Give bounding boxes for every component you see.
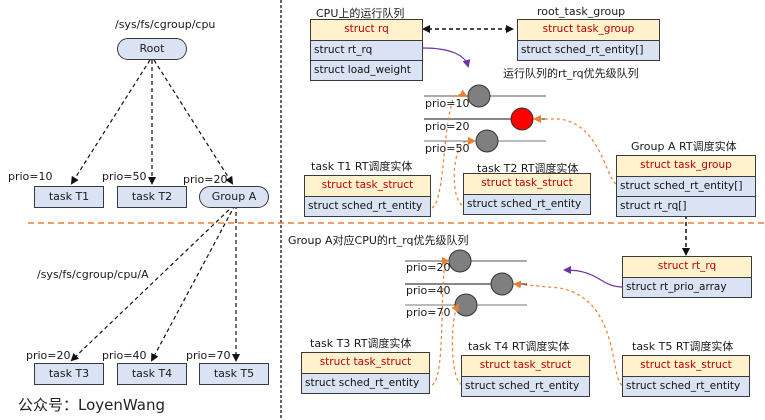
top-queue-prio-label: prio=50	[425, 142, 470, 155]
prio-label: prio=10	[8, 170, 53, 183]
tree-node-task-t1[interactable]: task T1	[34, 186, 104, 208]
tree-node-root[interactable]: Root	[117, 38, 187, 60]
bottom-queue-prio-label: prio=20	[406, 261, 451, 274]
prio-label: prio=40	[102, 349, 147, 362]
struct-header: struct task_group	[518, 20, 659, 40]
tree-node-task-t2[interactable]: task T2	[117, 186, 187, 208]
task-t4-entity-box[interactable]: struct task_struct struct sched_rt_entit…	[461, 355, 590, 397]
queue-node-prio-40	[490, 272, 514, 296]
rt-rq-to-queue-link	[422, 47, 471, 68]
struct-field: struct sched_rt_entity	[305, 196, 430, 216]
watermark: 公众号：LoyenWang	[18, 396, 165, 414]
root-task-group-box[interactable]: struct task_group struct sched_rt_entity…	[517, 19, 660, 61]
struct-header: struct task_group	[617, 156, 755, 176]
queue-node-prio-10	[467, 84, 491, 108]
entity-title: task T4 RT调度实体	[468, 340, 570, 353]
struct-header: struct task_struct	[464, 174, 590, 194]
queue-node-prio-50	[475, 129, 499, 153]
struct-field: struct sched_rt_entity[]	[518, 40, 659, 60]
group-a-entity-box[interactable]: struct task_group struct sched_rt_entity…	[616, 155, 756, 217]
tree-node-task-t5[interactable]: task T5	[199, 363, 269, 385]
task-t1-entity-box[interactable]: struct task_struct struct sched_rt_entit…	[304, 175, 431, 217]
bottom-queue-title: Group A对应CPU的rt_rq优先级队列	[288, 234, 469, 247]
queue-node-prio-20	[448, 249, 472, 273]
top-queue-prio-label: prio=10	[425, 97, 470, 110]
prio-label: prio=50	[102, 170, 147, 183]
entity-title: task T2 RT调度实体	[477, 162, 579, 175]
top-queue-title: 运行队列的rt_rq优先级队列	[503, 67, 639, 80]
entity-title: task T1 RT调度实体	[311, 160, 413, 173]
prio-label: prio=70	[186, 349, 231, 362]
struct-field: struct sched_rt_entity	[464, 194, 590, 214]
struct-field: struct sched_rt_entity	[302, 373, 429, 393]
queue-node-prio-70	[454, 293, 478, 317]
struct-field: struct rt_rq	[311, 40, 422, 60]
entity-title: Group A RT调度实体	[631, 140, 737, 153]
struct-header: struct rt_rq	[623, 257, 751, 277]
cpu-rq-title: CPU上的运行队列	[316, 7, 405, 20]
struct-field: struct sched_rt_entity	[462, 376, 589, 396]
prio-label: prio=20	[26, 349, 71, 362]
group-cgroup-path: /sys/fs/cgroup/cpu/A	[37, 268, 149, 281]
rt-prio-array-to-queue-link	[563, 266, 624, 288]
entity-title: task T5 RT调度实体	[632, 340, 734, 353]
entity-links-top	[431, 89, 617, 209]
struct-header: struct rq	[311, 20, 422, 40]
bottom-queue-prio-label: prio=70	[406, 306, 451, 319]
struct-header: struct task_struct	[462, 356, 589, 376]
struct-header: struct task_struct	[623, 356, 749, 376]
root-task-group-title: root_task_group	[537, 5, 626, 18]
task-t3-entity-box[interactable]: struct task_struct struct sched_rt_entit…	[301, 352, 430, 394]
struct-field: struct load_weight	[311, 60, 422, 80]
root-cgroup-path: /sys/fs/cgroup/cpu	[115, 18, 216, 31]
tree-node-task-t4[interactable]: task T4	[117, 363, 187, 385]
struct-field: struct sched_rt_entity[]	[617, 176, 755, 196]
struct-header: struct task_struct	[302, 353, 429, 373]
struct-rq-box[interactable]: struct rq struct rt_rq struct load_weigh…	[310, 19, 423, 81]
group-a-rt-rq-box[interactable]: struct rt_rq struct rt_prio_array	[622, 256, 752, 298]
tree-edges	[70, 59, 240, 362]
entity-title: task T3 RT调度实体	[310, 337, 412, 350]
top-queue-prio-label: prio=20	[425, 120, 470, 133]
bottom-queue-prio-label: prio=40	[406, 284, 451, 297]
task-t5-entity-box[interactable]: struct task_struct struct sched_rt_entit…	[622, 355, 750, 397]
tree-node-group-a[interactable]: Group A	[199, 186, 269, 208]
queue-node-prio-20	[510, 107, 534, 131]
tree-node-task-t3[interactable]: task T3	[34, 363, 104, 385]
struct-field: struct rt_prio_array	[623, 277, 751, 297]
entity-links-bottom	[431, 257, 623, 386]
prio-label: prio=20	[183, 173, 228, 186]
struct-field: struct rt_rq[]	[617, 196, 755, 216]
struct-field: struct sched_rt_entity	[623, 376, 749, 396]
struct-header: struct task_struct	[305, 176, 430, 196]
task-t2-entity-box[interactable]: struct task_struct struct sched_rt_entit…	[463, 173, 591, 215]
